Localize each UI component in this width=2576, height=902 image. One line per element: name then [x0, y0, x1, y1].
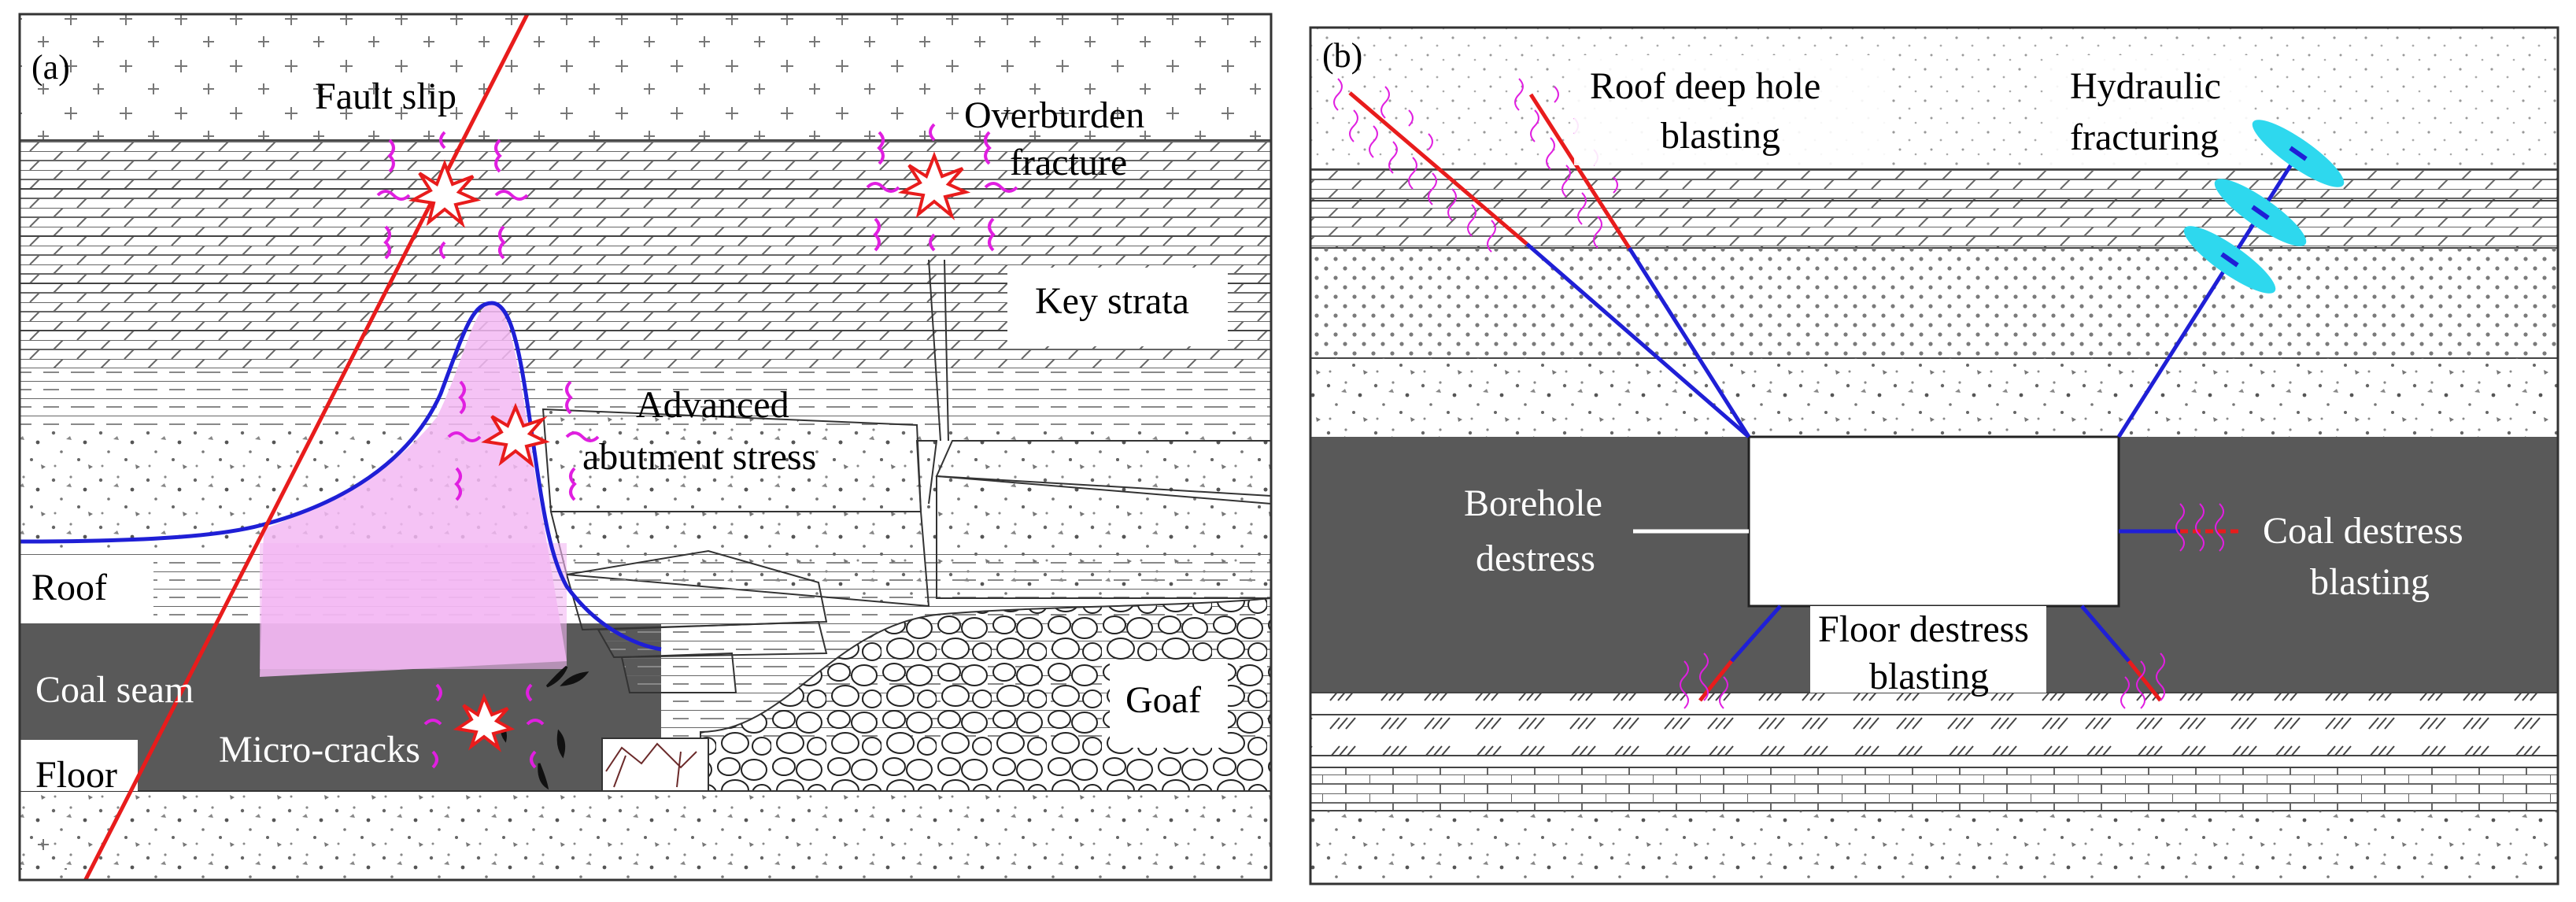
label-roof: Roof	[31, 567, 107, 608]
roof-borehole-lines	[1525, 242, 1751, 438]
label-floor-blast-1: Floor destress	[1818, 608, 2029, 650]
roadway	[1747, 435, 2120, 608]
floor-charge-lines	[1698, 660, 2162, 702]
label-coal-blast-2: blasting	[2310, 561, 2430, 603]
label-floor-blast-2: blasting	[1869, 656, 1989, 697]
label-coal-seam: Coal seam	[35, 669, 194, 711]
label-goaf: Goaf	[1125, 679, 1201, 721]
panel-a-strata	[20, 14, 1271, 880]
panel-a-tag: (a)	[31, 48, 70, 87]
burst-abutment	[447, 380, 600, 501]
label-borehole-2: destress	[1476, 538, 1595, 579]
label-coal-blast-1: Coal destress	[2263, 510, 2463, 552]
hydraulic-borehole	[2116, 152, 2301, 438]
panel-a: (a) Fault slip Overburden fracture Key s…	[18, 13, 1273, 882]
label-overburden-2: fracture	[1010, 142, 1127, 183]
abutment-stress-curve	[20, 301, 662, 652]
label-floor: Floor	[35, 754, 117, 796]
label-hydraulic-2: fracturing	[2070, 116, 2219, 158]
label-overburden-1: Overburden	[964, 94, 1144, 136]
panel-b-tag: (b)	[1322, 36, 1362, 75]
label-advanced-1: Advanced	[636, 384, 789, 426]
panel-a-frame	[18, 13, 1273, 882]
label-borehole-1: Borehole	[1464, 482, 1602, 524]
label-fault-slip: Fault slip	[315, 76, 456, 117]
label-roof-blast-2: blasting	[1661, 115, 1780, 157]
label-hydraulic-1: Hydraulic	[2070, 65, 2221, 107]
label-key-strata: Key strata	[1035, 280, 1189, 322]
label-advanced-2: abutment stress	[582, 436, 816, 478]
roof-charge-lines	[1348, 91, 1632, 250]
panel-b: (b) Roof deep hole blasting Hydraulic fr…	[1309, 26, 2559, 885]
fault-line	[83, 14, 530, 880]
panel-b-frame	[1309, 26, 2559, 885]
label-roof-blast-1: Roof deep hole	[1590, 65, 1820, 107]
burst-fault-slip	[376, 131, 529, 260]
burst-overburden	[866, 123, 1018, 252]
burst-micro-cracks	[423, 683, 545, 769]
panel-b-strata	[1310, 28, 2558, 884]
label-micro-cracks: Micro-cracks	[219, 729, 420, 771]
